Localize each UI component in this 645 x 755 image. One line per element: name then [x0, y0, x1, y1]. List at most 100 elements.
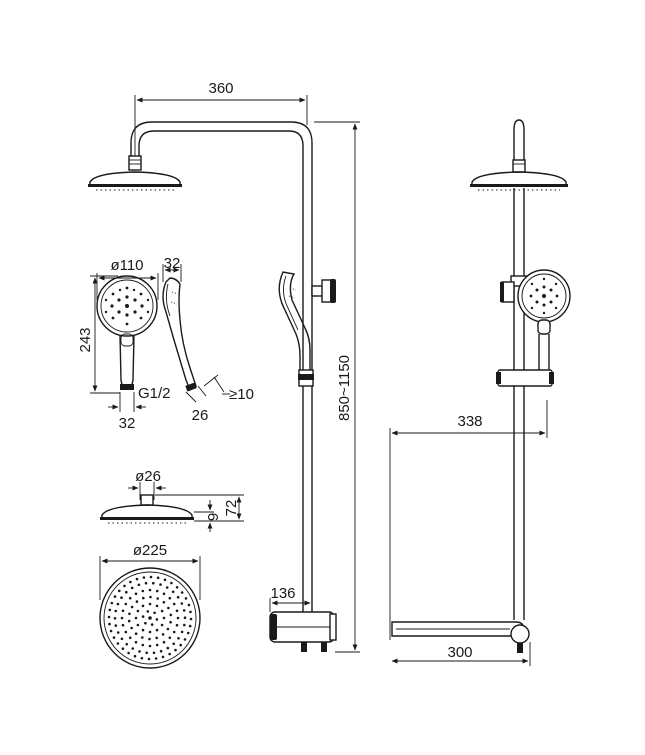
nozzle-dot — [145, 651, 148, 655]
label-o26: ø26 — [135, 468, 161, 485]
nozzle-dot — [172, 630, 176, 634]
nozzle-dot — [175, 623, 179, 627]
nozzle-dot — [141, 643, 145, 647]
nozzle-dot — [183, 638, 187, 641]
nozzle-dot — [189, 610, 192, 614]
nozzle-dot — [163, 578, 167, 582]
label-300: 300 — [447, 644, 472, 661]
nozzle-dot — [135, 577, 139, 581]
nozzle-dot — [159, 583, 162, 586]
nozzle-dot — [186, 631, 190, 635]
nozzle-dot — [180, 602, 184, 605]
nozzle-dot — [118, 589, 121, 593]
nozzle-dot — [180, 591, 184, 594]
nozzle-dot — [130, 626, 133, 630]
nozzle-dot — [160, 609, 164, 613]
nozzle-dot — [155, 618, 159, 621]
nozzle-dot — [128, 636, 132, 640]
label-o110: ø110 — [110, 257, 143, 274]
dimension-total-height: 850~1150 — [314, 121, 360, 653]
nozzle-dot — [120, 637, 124, 641]
nozzle-dot — [171, 590, 175, 594]
label-360: 360 — [208, 80, 233, 97]
nozzle-dot — [127, 619, 131, 623]
nozzle-dot — [124, 630, 128, 634]
nozzle-dot — [148, 588, 152, 592]
nozzle-dot — [155, 636, 158, 640]
nozzle-dot — [148, 602, 152, 606]
nozzle-dot — [155, 604, 159, 608]
nozzle-dot — [124, 602, 128, 606]
nozzle-dot — [180, 630, 184, 634]
nozzle-dot — [141, 589, 145, 593]
nozzle-dot — [170, 581, 173, 585]
nozzle-dot — [125, 590, 128, 594]
nozzle-dot — [116, 642, 120, 645]
nozzle-dot — [148, 644, 152, 648]
nozzle-dot — [123, 584, 126, 588]
nozzle-dot — [155, 628, 159, 632]
nozzle-dot — [184, 597, 188, 600]
nozzle-dot — [125, 642, 129, 646]
nozzle-dot — [176, 616, 180, 620]
nozzle-dot — [162, 640, 166, 644]
nozzle-dot — [179, 643, 182, 647]
overhead-arm — [128, 121, 313, 290]
nozzle-dot — [128, 612, 131, 616]
front-view: 360 — [88, 80, 360, 653]
nozzle-dot — [109, 629, 113, 633]
nozzle-dot — [113, 617, 117, 620]
nozzle-dot — [166, 627, 170, 631]
nozzle-dot — [146, 610, 150, 613]
label-nut-26: 26 — [192, 407, 209, 424]
nozzle-dot — [133, 654, 137, 658]
label-243: 243 — [77, 327, 94, 352]
nozzle-dot — [136, 623, 140, 627]
nozzle-dot — [114, 609, 117, 613]
nozzle-dot — [114, 624, 118, 627]
label-136: 136 — [270, 585, 295, 602]
nozzle-dot — [189, 617, 193, 621]
side-view: 338 300 — [389, 119, 571, 666]
nozzle-dot — [183, 623, 186, 627]
nozzle-dot — [134, 640, 138, 644]
nozzle-dot — [120, 616, 124, 620]
label-9: 9 — [205, 513, 222, 521]
nozzle-dot — [161, 633, 165, 636]
nozzle-dot — [120, 596, 123, 599]
nozzle-dot — [141, 615, 145, 618]
nozzle-dot — [144, 581, 148, 585]
nozzle-dot — [148, 630, 152, 634]
nozzle-dot — [108, 622, 111, 626]
nozzle-dot — [116, 602, 120, 606]
nozzle-dot — [108, 608, 112, 612]
nozzle-dot — [129, 580, 132, 584]
nozzle-dot — [134, 616, 138, 620]
dimension-mixer-depth: 136 — [269, 585, 313, 612]
nozzle-dot — [142, 576, 146, 579]
nozzle-dot — [149, 575, 153, 579]
nozzle-dot — [172, 642, 175, 646]
hand-shower-side — [278, 271, 314, 387]
nozzle-pattern — [107, 575, 193, 661]
nozzle-dot — [149, 595, 152, 599]
nozzle-dot — [141, 604, 145, 608]
nozzle-dot — [144, 621, 147, 625]
nozzle-dot — [169, 613, 173, 617]
nozzle-dot — [182, 609, 186, 612]
nozzle-dot — [156, 597, 159, 600]
nozzle-dot — [155, 643, 159, 647]
nozzle-dot — [168, 596, 172, 600]
nozzle-dot — [107, 615, 111, 619]
nozzle-dot — [162, 616, 166, 620]
label-72: 72 — [223, 500, 240, 517]
nozzle-dot — [162, 592, 166, 596]
nozzle-dot — [167, 606, 170, 610]
nozzle-dot — [130, 586, 134, 590]
nozzle-dot — [128, 596, 132, 600]
nozzle-dot — [160, 623, 164, 627]
label-min-10: ≥10 — [229, 386, 254, 403]
nozzle-dot — [172, 602, 176, 606]
label-g12: G1/2 — [138, 385, 171, 402]
